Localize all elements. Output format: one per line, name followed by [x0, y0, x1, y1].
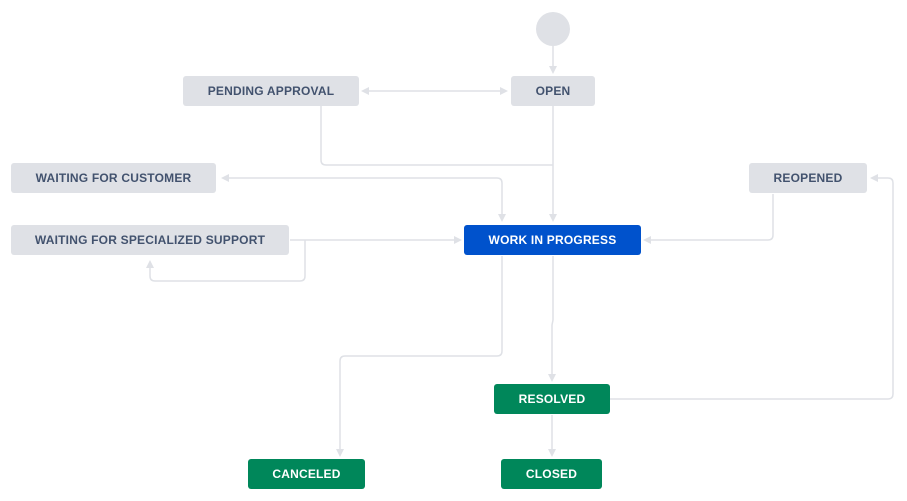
- arrowhead: [549, 214, 557, 222]
- transition-reopened-to-work-in-progress: [651, 194, 774, 241]
- arrowhead: [146, 260, 154, 268]
- transition-work-in-progress-to-canceled: [339, 256, 503, 449]
- status-open[interactable]: OPEN: [511, 76, 595, 106]
- status-pending-approval[interactable]: PENDING APPROVAL: [183, 76, 359, 106]
- status-canceled[interactable]: CANCELED: [248, 459, 365, 489]
- status-resolved[interactable]: RESOLVED: [494, 384, 610, 414]
- arrowhead: [548, 374, 556, 382]
- arrowhead: [549, 66, 557, 74]
- arrowhead: [870, 174, 878, 182]
- status-work-in-progress[interactable]: WORK IN PROGRESS: [464, 225, 641, 255]
- arrowhead: [643, 236, 651, 244]
- arrowhead: [221, 174, 229, 182]
- transition-resolved-to-reopened: [610, 177, 894, 400]
- arrowhead: [454, 236, 462, 244]
- transition-waiting-for-customer: [229, 177, 503, 214]
- arrowhead: [336, 449, 344, 457]
- transition-work-in-progress-to-resolved: [551, 256, 554, 374]
- status-reopened[interactable]: REOPENED: [749, 163, 867, 193]
- arrowhead: [361, 87, 369, 95]
- arrowhead: [500, 87, 508, 95]
- arrowhead: [548, 449, 556, 457]
- transition-work-in-progress-to-specialized-support: [149, 240, 306, 282]
- status-waiting-for-customer[interactable]: WAITING FOR CUSTOMER: [11, 163, 216, 193]
- status-waiting-for-specialized-support[interactable]: WAITING FOR SPECIALIZED SUPPORT: [11, 225, 289, 255]
- status-closed[interactable]: CLOSED: [501, 459, 602, 489]
- transition-pending-approval-to-work-in-progress: [320, 106, 553, 166]
- arrowhead: [498, 214, 506, 222]
- start-node[interactable]: [536, 12, 570, 46]
